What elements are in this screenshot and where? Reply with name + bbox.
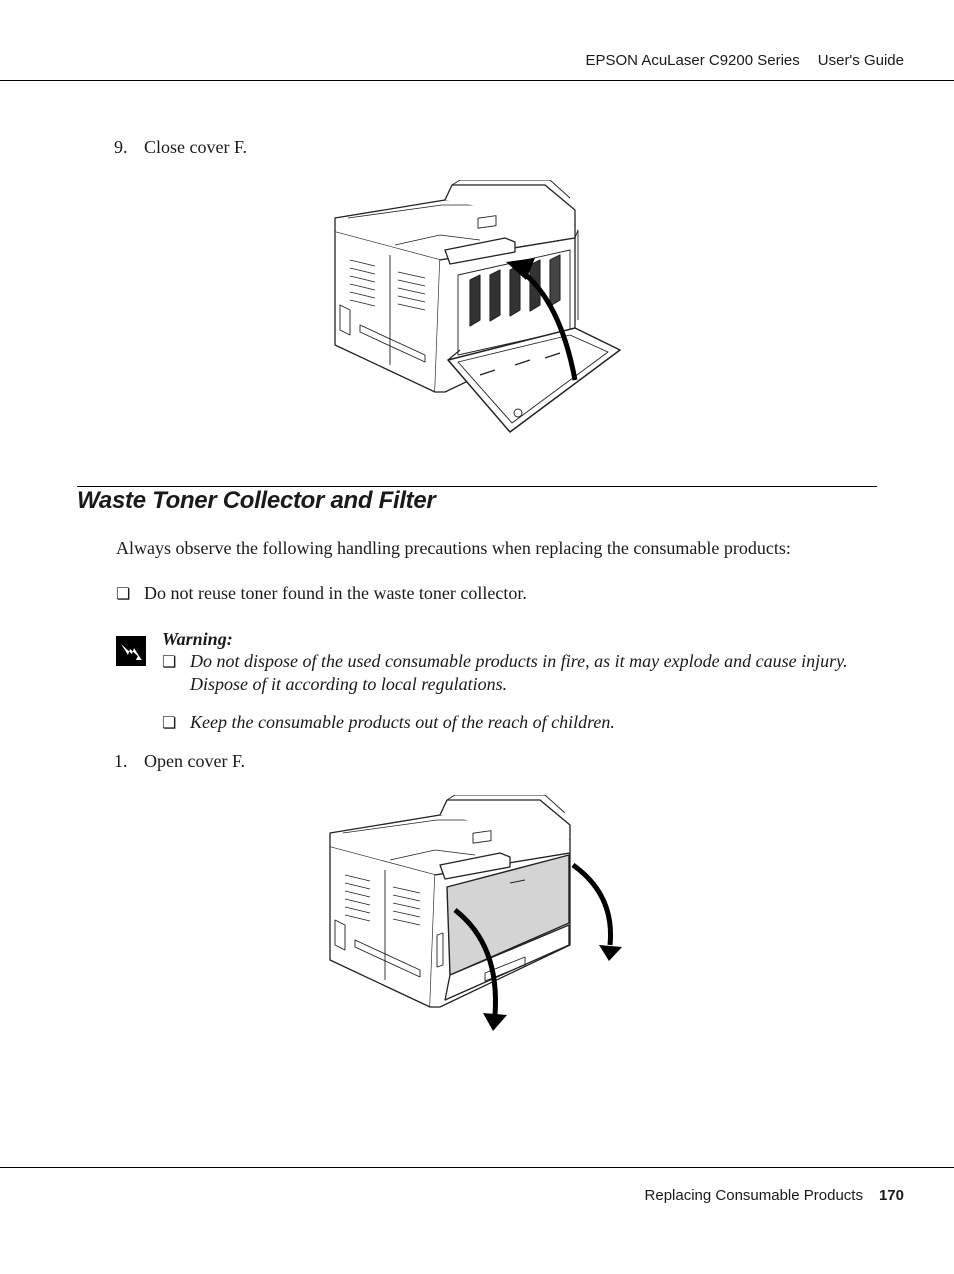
step-9-number: 9. (114, 137, 128, 157)
bullet-marker: ❏ (116, 586, 131, 603)
step-1-number: 1. (114, 751, 128, 771)
warning-bullet-marker: ❏ (162, 654, 177, 671)
footer-rule (0, 1167, 954, 1168)
intro-paragraph: Always observe the following handling pr… (116, 538, 791, 558)
warning-item-1-line-2: Dispose of it according to local regulat… (190, 674, 508, 694)
close-cover-figure (334, 180, 621, 433)
warning-item-1-line-1: Do not dispose of the used consumable pr… (190, 651, 848, 671)
section-title: Waste Toner Collector and Filter (77, 487, 436, 514)
header-doc-title: User's Guide (817, 52, 904, 69)
page-number: 170 (878, 1187, 904, 1204)
warning-item-2: Keep the consumable products out of the … (190, 712, 615, 732)
header-rule (0, 80, 954, 81)
warning-bullet-marker: ❏ (162, 715, 177, 732)
step-1-text: Open cover F. (144, 751, 246, 771)
running-footer: Replacing Consumable Products 170 (645, 1187, 904, 1204)
open-cover-figure (329, 795, 622, 1031)
step-9-text: Close cover F. (144, 137, 248, 157)
warning-icon (116, 636, 146, 666)
warning-title: Warning: (162, 629, 233, 649)
bullet-text: Do not reuse toner found in the waste to… (144, 583, 527, 603)
running-header: EPSON AcuLaser C9200 Series User's Guide (585, 52, 904, 69)
section-rule (77, 486, 877, 487)
header-product: EPSON AcuLaser C9200 Series (585, 52, 800, 69)
footer-section: Replacing Consumable Products (644, 1187, 863, 1204)
